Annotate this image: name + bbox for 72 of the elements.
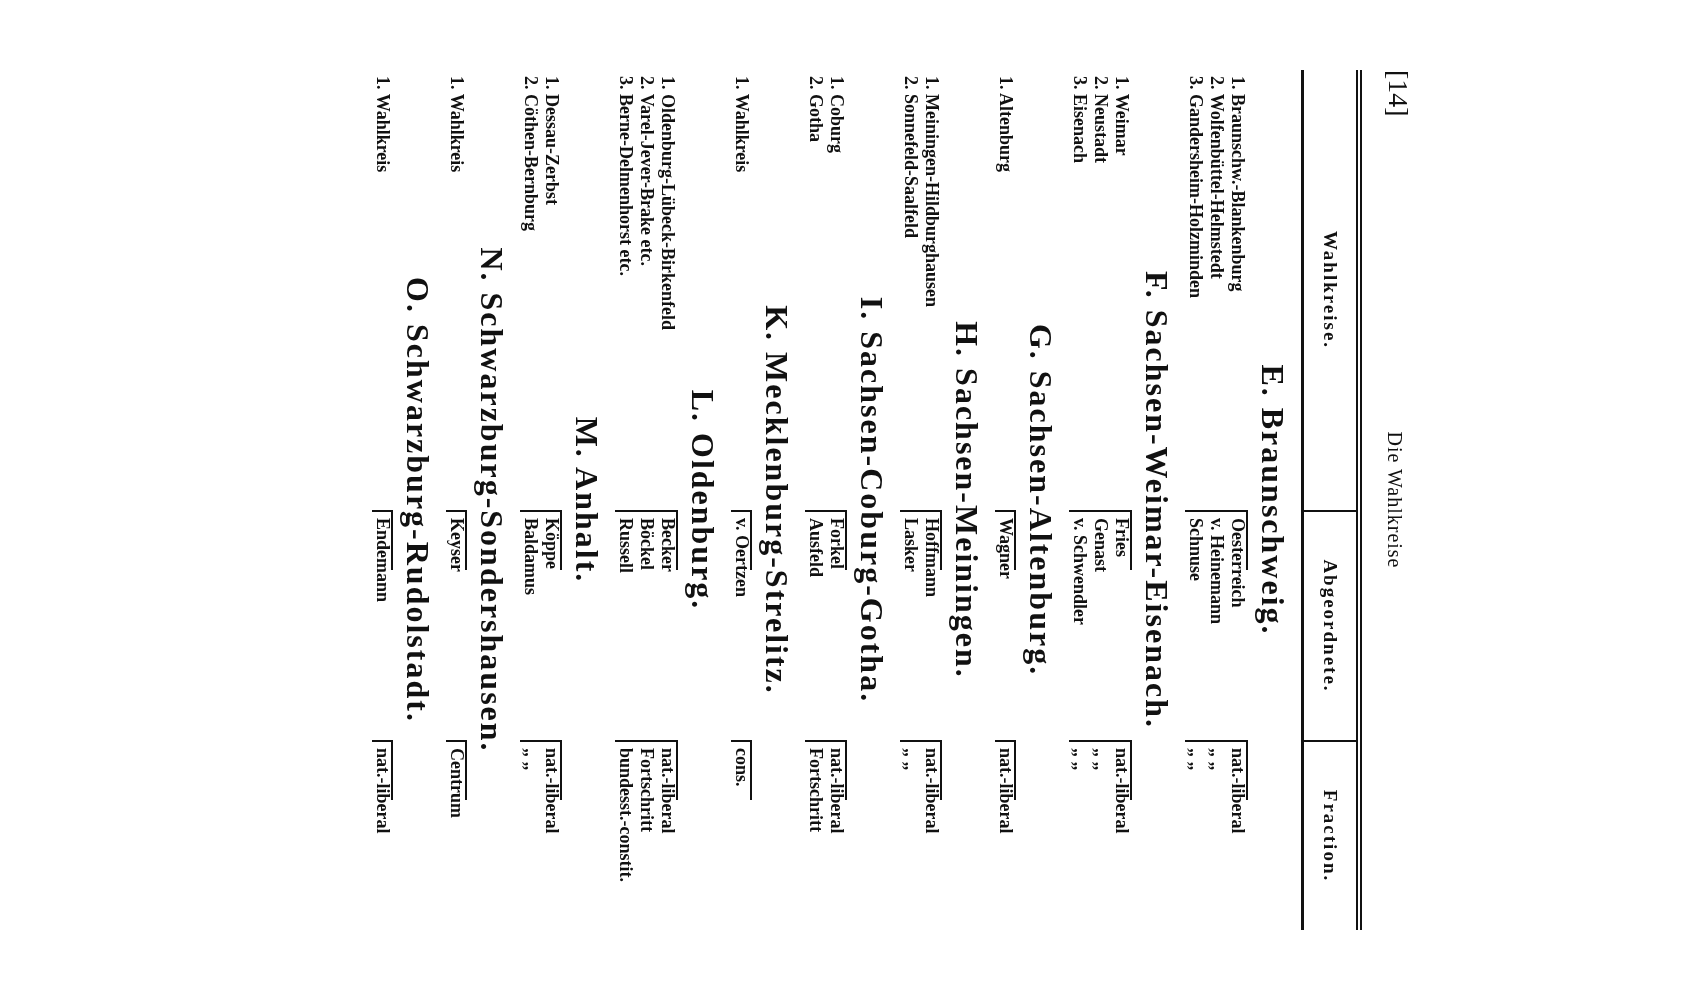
district-name: 2. Sonnefeld-Saalfeld [900,75,921,239]
deputy-name: Fries [1111,518,1132,557]
deputy-name: Becker [657,518,678,572]
deputy-name: Keyser [446,518,467,572]
deputy-name: v. Schwendler [1069,518,1090,625]
ditto-mark: „ „ [900,748,921,771]
district-name: 1. Wahlkreis [372,75,393,173]
section-heading: O. Schwarzburg-Rudolstadt. [400,277,436,723]
party-name: cons. [731,748,752,787]
deputy-name: Ausfeld [805,518,826,577]
deputy-name: v. Heinemann [1206,518,1227,624]
district-name: 3. Eisenach [1069,75,1090,163]
party-name: nat.-liberal [826,748,847,834]
district-name: 2. Neustadt [1090,75,1111,163]
party-name: nat.-liberal [372,748,393,834]
deputy-name: Köppe [541,518,562,569]
deputy-name: Böckel [636,518,657,570]
party-name: nat.-liberal [1111,748,1132,834]
party-name: nat.-liberal [657,748,678,834]
district-name: 1. Wahlkreis [731,75,752,173]
section-heading: N. Schwarzburg-Sondershausen. [474,247,510,753]
section-heading: L. Oldenburg. [685,389,721,611]
district-name: 1. Meiningen-Hildburghausen [921,75,942,308]
district-name: 2. Cöthen-Bernburg [520,75,541,231]
district-name: 1. Oldenburg-Lübeck-Birkenfeld [657,75,678,331]
district-name: 1. Wahlkreis [446,75,467,173]
section-heading: G. Sachsen-Altenburg. [1023,323,1059,677]
district-name: 1. Dessau-Zerbst [541,75,562,205]
ditto-mark: „ „ [520,748,541,771]
district-name: 1. Coburg [826,75,847,153]
running-head: Die Wahlkreise [1384,431,1406,569]
deputy-name: Oesterreich [1227,518,1248,608]
deputy-name: Genast [1090,518,1111,572]
party-name: nat.-liberal [1227,748,1248,834]
party-name: Centrum [446,748,467,818]
section-heading: F. Sachsen-Weimar-Eisenach. [1139,271,1175,729]
district-name: 2. Varel-Jever-Brake etc. [636,75,657,266]
ditto-mark: „ „ [1090,748,1111,771]
district-name: 3. Berne-Delmenhorst etc. [615,75,636,276]
section-heading: K. Mecklenburg-Strelitz. [759,305,795,695]
deputy-name: Schnuse [1185,518,1206,582]
section-heading: H. Sachsen-Meiningen. [949,321,985,679]
section-heading: E. Braunschweig. [1255,364,1291,636]
section-heading: M. Anhalt. [569,416,605,584]
page-number: [14] [1383,70,1414,117]
deputy-name: Lasker [900,518,921,572]
district-name: 1. Braunschw.-Blankenburg [1227,75,1248,292]
district-name: 2. Gotha [805,75,826,142]
party-name: bundesst.-constit. [615,748,636,883]
column-header: Abgeordnete. [1319,559,1341,693]
party-name: nat.-liberal [541,748,562,834]
district-name: 2. Wolfenbüttel-Helmstedt [1206,75,1227,279]
ditto-mark: „ „ [1069,748,1090,771]
district-name: 1. Altenburg [995,75,1016,172]
deputy-name: Hoffmann [921,518,942,597]
party-name: Fortschritt [636,748,657,832]
party-name: nat.-liberal [921,748,942,834]
section-heading: I. Sachsen-Coburg-Gotha. [854,296,890,704]
deputy-name: Wagner [995,518,1016,579]
district-name: 1. Weimar [1111,75,1132,156]
deputy-name: Endemann [372,518,393,603]
party-name: nat.-liberal [995,748,1016,834]
deputy-name: Forkel [826,518,847,569]
party-name: Fortschritt [805,748,826,832]
district-name: 3. Gandersheim-Holzminden [1185,75,1206,298]
deputy-name: Russell [615,518,636,573]
column-header: Fraction. [1319,789,1341,883]
ditto-mark: „ „ [1206,748,1227,771]
deputy-name: v. Oertzen [731,518,752,597]
deputy-name: Baldamus [520,518,541,596]
ditto-mark: „ „ [1185,748,1206,771]
column-header: Wahlkreise. [1319,230,1341,350]
